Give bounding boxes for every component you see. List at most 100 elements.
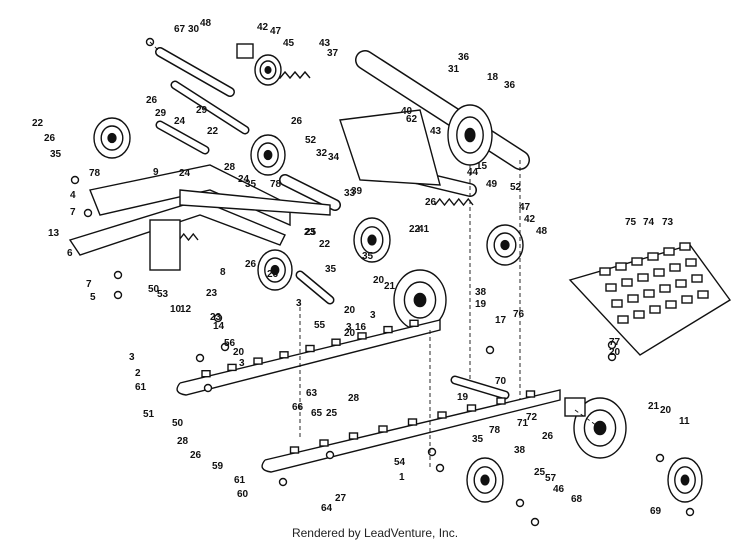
callout-label: 26 — [542, 431, 554, 442]
callout-label: 45 — [283, 38, 295, 49]
front-shaft-core — [157, 122, 208, 153]
lower-shaft-core — [297, 272, 333, 303]
callout-label: 35 — [325, 264, 337, 275]
callout-label: 34 — [328, 152, 340, 163]
callout-label: 10 — [170, 304, 182, 315]
callout-label: 21 — [648, 401, 660, 412]
wheel-front-left-rim — [100, 125, 124, 151]
bolt-19 — [485, 345, 495, 355]
callout-label: 15 — [476, 161, 488, 172]
wheel-detached-rim — [583, 409, 617, 447]
bushing-right — [564, 397, 586, 417]
callout-label: 50 — [172, 418, 184, 429]
slide-rail-upper — [176, 319, 441, 396]
wheel-mid-low-hub — [270, 264, 280, 276]
callout-label: 35 — [472, 434, 484, 445]
callout-label: 69 — [650, 506, 662, 517]
callout-label: 23 — [304, 227, 316, 238]
track-clip — [637, 273, 649, 282]
wheel-right-hub — [500, 239, 510, 251]
callout-label: 29 — [196, 105, 208, 116]
wheel-rear-large-hub — [413, 292, 427, 308]
callout-label: 22 — [207, 126, 219, 137]
callout-label: 26 — [425, 197, 437, 208]
track-clip — [685, 258, 697, 267]
callout-label: 21 — [384, 281, 396, 292]
track-clip — [599, 267, 611, 276]
leader-dash-1 — [149, 41, 161, 53]
callout-label: 2 — [135, 368, 141, 379]
callout-label: 42 — [257, 22, 269, 33]
callout-label: 20 — [373, 275, 385, 286]
bolt-9 — [278, 477, 288, 487]
bolt-15 — [655, 453, 665, 463]
wheel-rear-large-rim — [403, 281, 437, 319]
callout-label: 24 — [238, 174, 250, 185]
callout-label: 9 — [153, 167, 159, 178]
callout-label: 35 — [245, 179, 257, 190]
callout-label: 28 — [224, 162, 236, 173]
callout-label: 26 — [245, 259, 257, 270]
callout-label: 38 — [514, 445, 526, 456]
track-clip — [665, 300, 677, 309]
callout-label: 37 — [327, 48, 339, 59]
bolt-10 — [325, 450, 335, 460]
track-clip — [643, 289, 655, 298]
bolt-12 — [435, 463, 445, 473]
callout-label: 5 — [90, 292, 96, 303]
wheel-rear-top-rim — [456, 116, 484, 154]
callout-label: 26 — [291, 116, 303, 127]
callout-label: 29 — [155, 108, 167, 119]
callout-label: 48 — [200, 18, 212, 29]
footer-credit: Rendered by LeadVenture, Inc. — [291, 526, 459, 540]
callout-label: 68 — [571, 494, 583, 505]
cross-brace — [179, 189, 331, 216]
wheel-ring-hub — [680, 474, 690, 486]
callout-label: 18 — [487, 72, 499, 83]
track-clip — [647, 252, 659, 261]
wheel-idler-hub — [367, 234, 377, 246]
callout-label: 20 — [344, 305, 356, 316]
slide-rail-lower — [261, 389, 561, 473]
callout-label: 3 — [239, 358, 245, 369]
track-clip — [663, 247, 675, 256]
cross-shaft-core — [280, 175, 340, 210]
bolt-8 — [203, 383, 213, 393]
callout-label: 54 — [394, 457, 406, 468]
slide-rail-upper-clip-5 — [305, 344, 315, 353]
callout-label: 61 — [135, 382, 147, 393]
track-clip — [681, 295, 693, 304]
track-clip — [621, 278, 633, 287]
shock-body — [149, 219, 181, 271]
callout-label: 22 — [409, 224, 421, 235]
callout-label: 30 — [188, 24, 200, 35]
wheel-right-rim — [493, 232, 517, 258]
bolt-18 — [607, 352, 617, 362]
callout-label: 70 — [495, 376, 507, 387]
callout-label: 20 — [233, 347, 245, 358]
callout-label: 25 — [326, 408, 338, 419]
callout-label: 14 — [213, 321, 225, 332]
bolt-1 — [70, 175, 80, 185]
track-clip — [649, 305, 661, 314]
callout-label: 78 — [89, 168, 101, 179]
wheel-mid-top-hub — [263, 149, 273, 161]
bolt-7 — [195, 353, 205, 363]
callout-label: 42 — [524, 214, 536, 225]
track-clip-panel — [568, 244, 732, 356]
callout-label: 20 — [609, 347, 621, 358]
callout-label: 3 — [370, 310, 376, 321]
callout-label: 3 — [296, 298, 302, 309]
track-clip — [611, 299, 623, 308]
callout-label: 38 — [475, 287, 487, 298]
front-arm — [89, 164, 291, 227]
slide-rail-upper-clip-6 — [331, 338, 341, 346]
callout-label: 26 — [146, 95, 158, 106]
wheel-mid-top-rim — [257, 142, 279, 168]
callout-label: 3 — [129, 352, 135, 363]
callout-label: 47 — [519, 202, 531, 213]
slide-rail-lower-clip-9 — [525, 390, 536, 398]
callout-label: 75 — [625, 217, 637, 228]
callout-label: 59 — [212, 461, 224, 472]
